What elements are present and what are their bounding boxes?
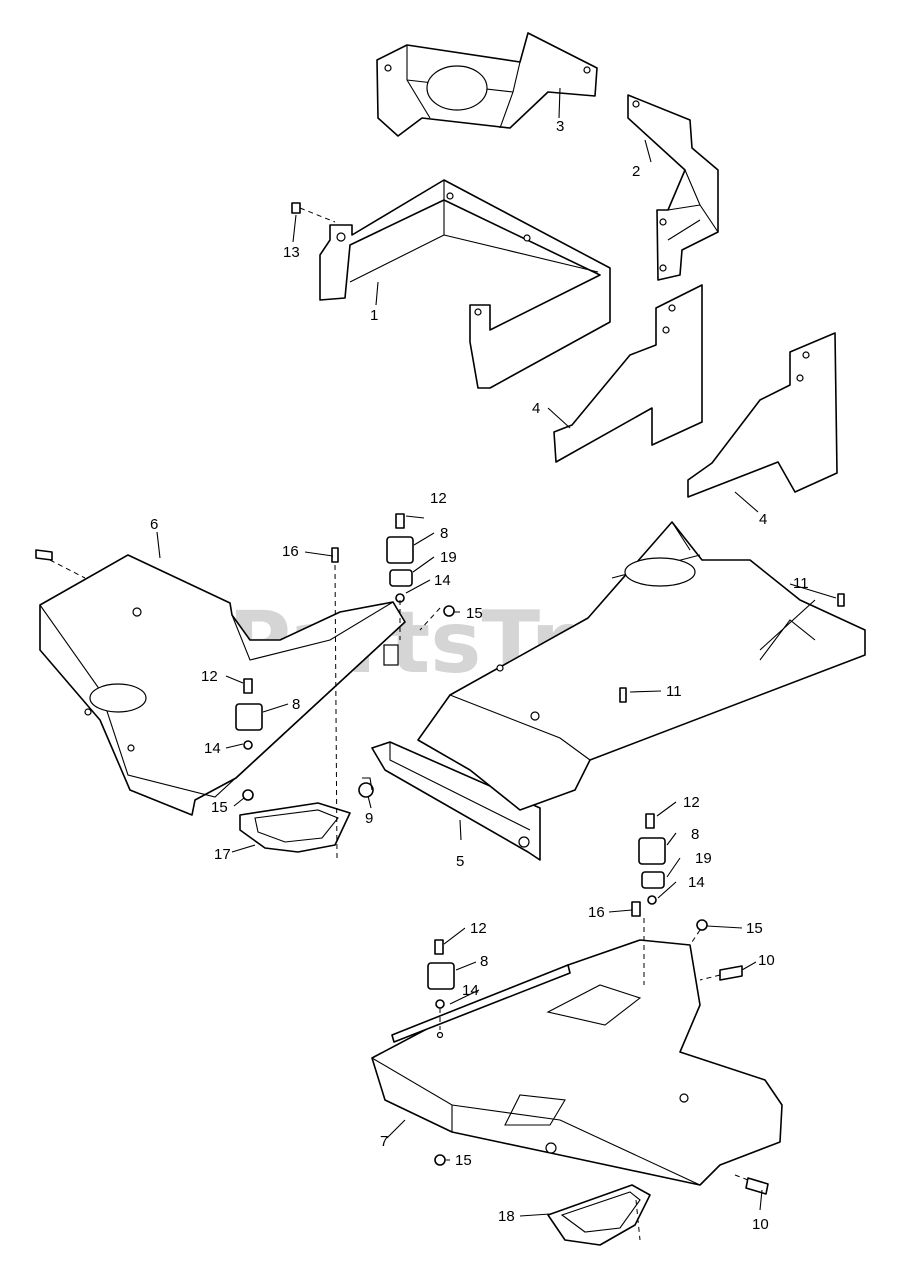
callout-8b: 8 — [292, 696, 300, 713]
callout-8a: 8 — [440, 525, 448, 542]
assembly-lines — [49, 207, 749, 1241]
callout-1: 1 — [370, 307, 378, 324]
part-6-left-deck-shield — [39, 554, 406, 816]
callout-11b: 11 — [666, 683, 682, 700]
callout-15a: 15 — [466, 605, 483, 622]
callout-2: 2 — [632, 163, 640, 180]
callout-16b: 16 — [588, 904, 605, 921]
right-deck-shield — [417, 521, 866, 811]
leader-lines — [156, 87, 837, 1217]
callout-6: 6 — [150, 516, 158, 533]
part-4-panel-a — [553, 284, 703, 463]
callout-5: 5 — [456, 853, 464, 870]
part-4-panel-b — [687, 332, 838, 498]
callout-19a: 19 — [440, 549, 457, 566]
part-9-bolt — [358, 777, 374, 798]
callout-8d: 8 — [480, 953, 488, 970]
callout-7: 7 — [380, 1133, 388, 1150]
part-7-lower-deck-shield — [371, 939, 783, 1186]
callout-13: 13 — [283, 244, 300, 261]
callout-8c: 8 — [691, 826, 699, 843]
callout-18: 18 — [498, 1208, 515, 1225]
part-1-u-cover — [319, 179, 611, 389]
callout-17: 17 — [214, 846, 231, 863]
callout-11a: 11 — [793, 575, 809, 592]
callout-4b: 4 — [759, 511, 767, 528]
callout-12b: 12 — [201, 668, 218, 685]
callout-14a: 14 — [434, 572, 451, 589]
callout-10b: 10 — [752, 1216, 769, 1233]
callout-15d: 15 — [455, 1152, 472, 1169]
callout-15c: 15 — [746, 920, 763, 937]
part-5-center-bracket — [371, 741, 541, 861]
callout-12a: 12 — [430, 490, 447, 507]
callout-14b: 14 — [204, 740, 221, 757]
part-3-upper-shield — [376, 32, 598, 137]
hardware-stack-right — [638, 813, 666, 905]
part-17-deflector — [239, 802, 351, 853]
hardware-stack-upper — [386, 513, 414, 603]
part-18-deflector — [547, 1184, 651, 1246]
callout-10a: 10 — [758, 952, 775, 969]
callout-14d: 14 — [462, 982, 479, 999]
callout-4a: 4 — [532, 400, 540, 417]
hardware-stack-lower — [427, 939, 455, 1009]
loose-hardware — [35, 202, 845, 1195]
callout-14c: 14 — [688, 874, 705, 891]
callout-16a: 16 — [282, 543, 299, 560]
hardware-stack-left — [235, 678, 263, 801]
callout-9: 9 — [365, 810, 373, 827]
callout-3: 3 — [556, 118, 564, 135]
callout-12d: 12 — [470, 920, 487, 937]
callout-labels: 3 2 13 1 4 4 12 8 19 14 15 6 16 11 11 12… — [150, 118, 809, 1233]
callout-12c: 12 — [683, 794, 700, 811]
callout-19b: 19 — [695, 850, 712, 867]
part-2-side-bracket — [627, 94, 719, 281]
callout-15b: 15 — [211, 799, 228, 816]
